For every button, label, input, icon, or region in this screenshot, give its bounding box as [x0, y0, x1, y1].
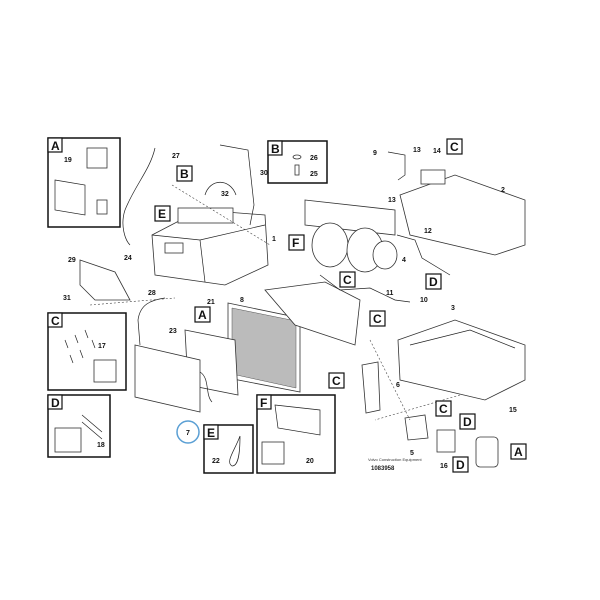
kit-flag[interactable]: C [332, 374, 341, 388]
kit-box-a: A 19 [47, 137, 121, 228]
kit-box-d: D 18 [47, 394, 111, 458]
evaporator[interactable] [134, 344, 213, 413]
kit-flag[interactable]: A [514, 445, 523, 459]
callout[interactable]: 28 [148, 290, 156, 297]
callouts: 27 30 32 1 24 29 31 28 21 8 23 7 9 13 14… [63, 147, 517, 470]
callout[interactable]: 16 [440, 463, 448, 470]
hose-9[interactable] [387, 151, 406, 181]
callout[interactable]: 21 [207, 299, 215, 306]
callout: 17 [98, 343, 106, 350]
callout[interactable]: 13 [413, 147, 421, 154]
kit-letter: F [260, 396, 267, 410]
kit-flag[interactable]: C [343, 273, 352, 287]
callout: 22 [212, 458, 220, 465]
callout: 25 [310, 171, 318, 178]
kit-letter: B [271, 142, 280, 156]
bracket-29[interactable] [79, 259, 131, 301]
callout[interactable]: 30 [260, 170, 268, 177]
heater-unit[interactable] [151, 207, 269, 286]
callout[interactable]: 11 [386, 290, 394, 297]
cable-12[interactable] [396, 234, 451, 276]
kit-letter: C [51, 314, 60, 328]
footer-company: Volvo Construction Equipment [368, 457, 422, 462]
kit-package-icon [261, 441, 285, 465]
callout[interactable]: 2 [501, 187, 505, 194]
callout[interactable]: 8 [240, 297, 244, 304]
callout[interactable]: 14 [433, 148, 441, 155]
blower-unit[interactable] [304, 199, 398, 273]
kit-letter: D [51, 396, 60, 410]
drawing-number: 1083958 [371, 466, 395, 472]
kit-flag[interactable]: B [180, 167, 189, 181]
kit-box-f: F 20 [256, 394, 336, 474]
callout[interactable]: 27 [172, 153, 180, 160]
kit-box-c: C 17 [47, 312, 127, 391]
callout[interactable]: 4 [402, 257, 406, 264]
kit-flag[interactable]: D [463, 415, 472, 429]
callout[interactable]: 24 [124, 255, 132, 262]
bracket-6[interactable] [361, 361, 381, 414]
hose-27[interactable] [122, 147, 156, 246]
kit-letter: A [51, 139, 60, 153]
filter-frame[interactable] [264, 281, 361, 346]
kit-flag[interactable]: C [450, 140, 459, 154]
callout: 18 [97, 442, 105, 449]
kit-flag[interactable]: C [373, 312, 382, 326]
callout[interactable]: 32 [221, 191, 229, 198]
kit-flag[interactable]: A [198, 308, 207, 322]
kit-box-b: B 26 25 [267, 140, 328, 184]
callout[interactable]: 7 [186, 430, 190, 437]
kit-flag[interactable]: D [429, 275, 438, 289]
switch-16[interactable] [436, 429, 456, 453]
hose-28[interactable] [137, 297, 166, 346]
callout[interactable]: 23 [169, 328, 177, 335]
callout[interactable]: 29 [68, 257, 76, 264]
kit-package-icon [86, 147, 108, 169]
cover-a[interactable] [475, 436, 499, 468]
callout: 26 [310, 155, 318, 162]
kit-box-e: E 22 [203, 424, 254, 474]
kit-flag[interactable]: E [158, 207, 166, 221]
callout: 20 [306, 458, 314, 465]
callout[interactable]: 15 [509, 407, 517, 414]
kit-package-icon [93, 359, 117, 383]
bracket-5[interactable] [404, 414, 429, 441]
highlight-circle[interactable] [176, 420, 200, 444]
callout[interactable]: 6 [396, 382, 400, 389]
cable-11[interactable] [319, 274, 411, 303]
kit-flag[interactable]: F [292, 236, 299, 250]
kit-package-icon [54, 427, 82, 453]
callout[interactable]: 10 [420, 297, 428, 304]
callout: 19 [64, 157, 72, 164]
kit-flags: B E F C D C A C C C D D A [154, 138, 527, 473]
callout[interactable]: 9 [373, 150, 377, 157]
callout[interactable]: 12 [424, 228, 432, 235]
cable-30[interactable] [219, 144, 255, 226]
cover-2[interactable] [399, 174, 526, 256]
valve-14[interactable] [420, 169, 446, 185]
callout[interactable]: 3 [451, 305, 455, 312]
callout[interactable]: 5 [410, 450, 414, 457]
callout[interactable]: 1 [272, 236, 276, 243]
hose-32[interactable] [204, 181, 237, 196]
kit-flag[interactable]: C [439, 402, 448, 416]
kit-flag[interactable]: D [456, 458, 465, 472]
callout[interactable]: 31 [63, 295, 71, 302]
kit-letter: E [207, 426, 215, 440]
callout[interactable]: 13 [388, 197, 396, 204]
